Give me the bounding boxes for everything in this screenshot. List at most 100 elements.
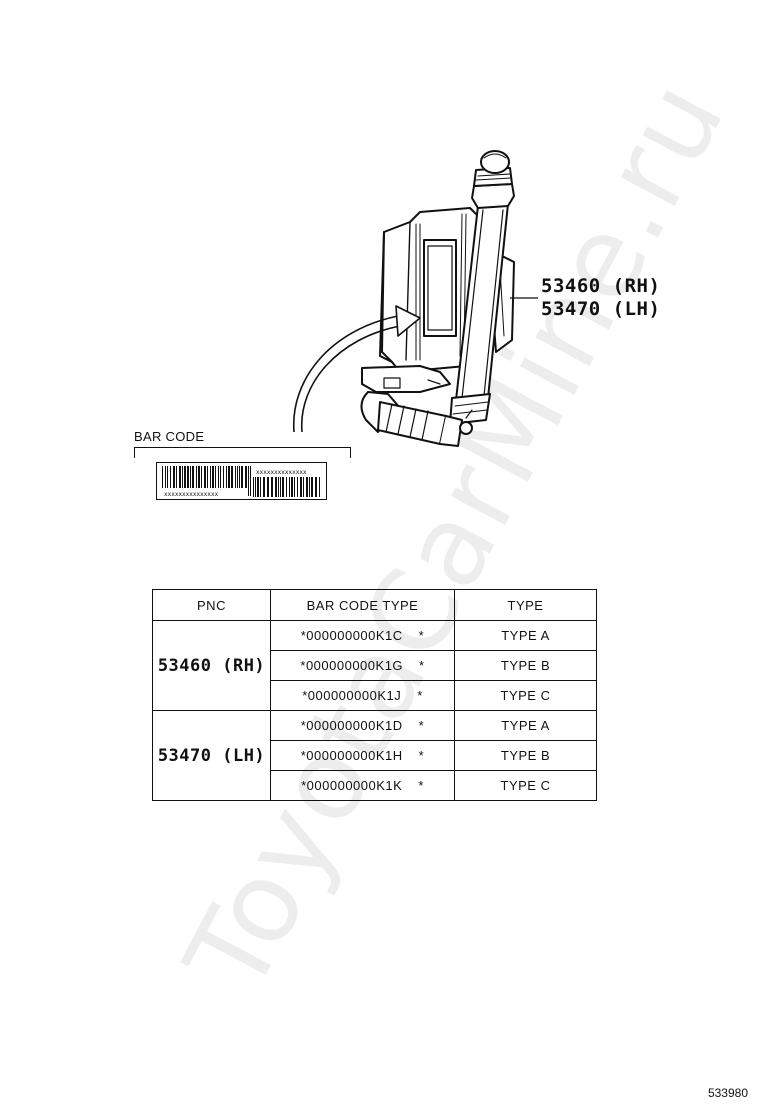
barcode-stripe [280, 477, 281, 497]
barcode-stripe [241, 466, 243, 488]
table-row: *000000000K1G * TYPE B [153, 650, 597, 681]
barcode-stripe [275, 477, 277, 497]
type-cell: TYPE B [454, 650, 597, 681]
type-cell: TYPE C [454, 770, 597, 801]
barcode-stripe [250, 466, 251, 496]
barcode-star: * [418, 778, 424, 793]
barcode-value: *000000000K1J [302, 688, 402, 703]
barcode-value: *000000000K1G [300, 658, 404, 673]
barcode-stripe [170, 466, 171, 488]
barcode-stripe [245, 466, 247, 488]
barcode-stripe [167, 466, 168, 488]
type-cell: TYPE A [454, 620, 597, 651]
barcode-stripe [182, 466, 183, 488]
barcode-star: * [419, 658, 425, 673]
barcode-stripe [257, 477, 259, 497]
barcode-value: *000000000K1K [301, 778, 403, 793]
barcode-stripe [228, 466, 230, 488]
barcode-stripe [231, 466, 233, 488]
barcode-stripe [173, 466, 175, 488]
barcode-top-text: xxxxxxxxxxxxxx [256, 469, 307, 476]
barcode-value: *000000000K1C [300, 628, 403, 643]
barcode-sticker: xxxxxxxxxxxxxx xxxxxxxxxxxxxxx [156, 462, 327, 500]
barcode-stripe [204, 466, 206, 488]
barcode-stripe [253, 477, 254, 497]
barcode-stripe [239, 466, 240, 488]
table-row: 53470 (LH) *000000000K1D * TYPE A [152, 710, 597, 801]
barcode-stripe [162, 466, 163, 488]
barcode-stripe [190, 466, 191, 488]
table-row: 53460 (RH) *000000000K1C * TYPE A [152, 620, 597, 711]
barcode-stripe [201, 466, 202, 488]
barcode-value: *000000000K1H [300, 748, 403, 763]
barcode-stripe [179, 466, 181, 488]
barcode-stripe [184, 466, 186, 488]
barcode-star: * [417, 688, 423, 703]
barcode-stripe [267, 477, 269, 497]
barcode-cell: *000000000K1G * [270, 650, 455, 681]
rod-tip [480, 150, 510, 174]
barcode-stripe [255, 477, 256, 497]
arrow-head [395, 305, 421, 337]
type-cell: TYPE A [454, 710, 597, 741]
barcode-cell: *000000000K1H * [270, 740, 455, 771]
barcode-stripe [196, 466, 197, 488]
header-bar-code-type: BAR CODE TYPE [270, 589, 455, 621]
part-label-rh: 53460 (RH) [541, 275, 661, 297]
barcode-stripe [263, 477, 265, 497]
barcode-star: * [418, 718, 425, 733]
barcode-stripe [260, 477, 261, 497]
pnc-cell: 53470 (LH) [152, 710, 271, 801]
diagram-id: 533980 [707, 1086, 748, 1100]
barcode-stripe [289, 477, 290, 497]
table-row: *000000000K1H * TYPE B [153, 740, 597, 771]
barcode-stripe [282, 477, 284, 497]
barcode-star: * [418, 748, 425, 763]
housing-face [381, 231, 393, 363]
barcode-stripe [315, 477, 317, 497]
barcode-cell: *000000000K1D * [270, 710, 455, 741]
barcode-stripe [187, 466, 189, 488]
barcode-stripe [303, 477, 304, 497]
barcode-stripe [210, 466, 211, 488]
barcode-stripe [294, 477, 295, 497]
barcode-stripe [218, 466, 219, 488]
header-pnc: PNC [152, 589, 271, 621]
barcode-stripe [300, 477, 302, 497]
type-cell: TYPE B [454, 740, 597, 771]
barcode-stripe [278, 477, 279, 497]
table-header-row: PNC BAR CODE TYPE TYPE [152, 589, 597, 621]
part-label-lh: 53470 (LH) [541, 298, 661, 320]
header-type: TYPE [454, 589, 597, 621]
barcode-stripe [291, 477, 293, 497]
barcode-stripe [286, 477, 287, 497]
barcode-star: * [418, 628, 425, 643]
barcode-stripe [176, 466, 177, 488]
barcode-value: *000000000K1D [300, 718, 403, 733]
barcode-stripe [223, 466, 224, 488]
barcode-stripe [311, 477, 313, 497]
barcode-stripe [319, 477, 320, 497]
barcode-stripe [271, 477, 273, 497]
barcode-stripe [237, 466, 238, 488]
barcode-stripe [165, 466, 166, 488]
barcode-stripe [207, 466, 208, 488]
barcode-stripe [297, 477, 298, 497]
barcode-stripe [220, 466, 221, 488]
barcode-cell: *000000000K1K * [270, 770, 455, 801]
type-cell: TYPE C [454, 680, 597, 711]
lower-bracket [361, 365, 451, 393]
barcode-bracket [134, 447, 351, 458]
barcode-stripe [215, 466, 216, 488]
label-window [423, 239, 457, 337]
barcode-stripe [198, 466, 200, 488]
pnc-cell: 53460 (RH) [152, 620, 271, 711]
barcode-bottom-text: xxxxxxxxxxxxxxx [164, 491, 219, 498]
pointer-arrow [293, 315, 401, 433]
barcode-cell: *000000000K1J * [270, 680, 455, 711]
barcode-stripe [235, 466, 236, 488]
pnc-table: PNC BAR CODE TYPE TYPE 53460 (RH) *00000… [152, 589, 597, 801]
barcode-stripe [309, 477, 310, 497]
table-row: *000000000K1K * TYPE C [153, 770, 597, 801]
